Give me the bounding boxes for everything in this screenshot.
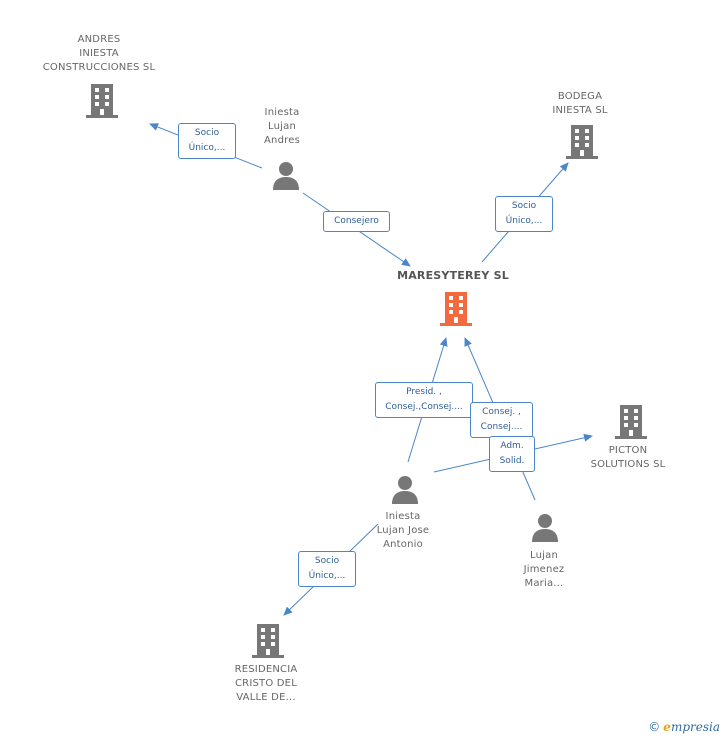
node-label-bodega-iniesta[interactable]: BODEGA INIESTA SL	[530, 90, 630, 118]
edge-label-line: Único,...	[505, 216, 543, 226]
label-line: CONSTRUCCIONES SL	[42, 62, 156, 73]
label-line: INIESTA SL	[552, 105, 608, 116]
person-icon[interactable]	[390, 475, 420, 505]
edge-label-line: Consejero	[334, 216, 379, 226]
node-label-iniesta-lujan-andres[interactable]: Iniesta Lujan Andres	[242, 106, 322, 148]
copyright-icon: ©	[648, 720, 661, 734]
node-label-iniesta-lujan-jose-antonio[interactable]: Iniesta Lujan Jose Antonio	[355, 510, 451, 552]
brand-name: mpresia	[670, 720, 720, 734]
label-line: VALLE DE...	[236, 692, 296, 703]
label-line: BODEGA	[557, 91, 603, 102]
edge-label-line: Consej.,Consej....	[385, 402, 463, 412]
label-line: MARESYTEREY SL	[397, 269, 509, 282]
building-icon[interactable]	[566, 125, 598, 159]
label-line: CRISTO DEL	[235, 678, 297, 689]
label-line: Andres	[264, 135, 300, 146]
label-line: RESIDENCIA	[234, 664, 298, 675]
building-icon-main[interactable]	[440, 292, 472, 326]
node-label-lujan-jimenez-maria[interactable]: Lujan Jimenez Maria...	[500, 549, 588, 591]
edge-label-line: Consej....	[480, 422, 523, 432]
edge-label-line: Único,...	[188, 143, 226, 153]
brand-e: e	[663, 720, 671, 734]
edge-label-consejero[interactable]: Consejero	[323, 211, 390, 232]
edge-label-line: Solid.	[499, 456, 525, 466]
edge-label-line: Socio	[314, 556, 340, 566]
label-line: ANDRES	[77, 34, 121, 45]
edge-label-line: Adm.	[500, 441, 524, 451]
label-line: Maria...	[524, 578, 564, 589]
person-icon[interactable]	[530, 513, 560, 543]
building-icon[interactable]	[86, 84, 118, 118]
label-line: Iniesta	[385, 511, 421, 522]
empresia-brand: ©empresia	[648, 720, 720, 734]
label-line: Lujan	[530, 550, 558, 561]
edge-label-consej[interactable]: Consej. , Consej....	[470, 402, 533, 438]
edge-label-socio-unico[interactable]: Socio Único,...	[298, 551, 356, 587]
edge-label-socio-unico[interactable]: Socio Único,...	[178, 123, 236, 159]
label-line: Jimenez	[523, 564, 565, 575]
building-icon[interactable]	[615, 405, 647, 439]
node-label-residencia-cristo[interactable]: RESIDENCIA CRISTO DEL VALLE DE...	[220, 663, 312, 705]
edge-label-line: Presid. ,	[406, 387, 442, 397]
edge-label-line: Socio	[511, 201, 537, 211]
label-line: Iniesta	[264, 107, 300, 118]
edge-label-adm-solid[interactable]: Adm. Solid.	[489, 436, 535, 472]
node-label-andres-construcciones[interactable]: ANDRES INIESTA CONSTRUCCIONES SL	[28, 33, 170, 75]
person-icon[interactable]	[271, 161, 301, 191]
edge-label-presid-consej[interactable]: Presid. , Consej.,Consej....	[375, 382, 473, 418]
edge-label-line: Socio	[194, 128, 220, 138]
label-line: Antonio	[383, 539, 423, 550]
building-icon[interactable]	[252, 624, 284, 658]
label-line: Lujan	[268, 121, 296, 132]
edge-label-socio-unico[interactable]: Socio Único,...	[495, 196, 553, 232]
edge-label-line: Consej. ,	[482, 407, 521, 417]
edge-label-line: Único,...	[308, 571, 346, 581]
node-label-picton-solutions[interactable]: PICTON SOLUTIONS SL	[580, 444, 676, 472]
label-line: INIESTA	[79, 48, 119, 59]
node-label-maresyterey[interactable]: MARESYTEREY SL	[380, 269, 526, 283]
label-line: SOLUTIONS SL	[590, 459, 666, 470]
label-line: Lujan Jose	[376, 525, 430, 536]
label-line: PICTON	[608, 445, 648, 456]
